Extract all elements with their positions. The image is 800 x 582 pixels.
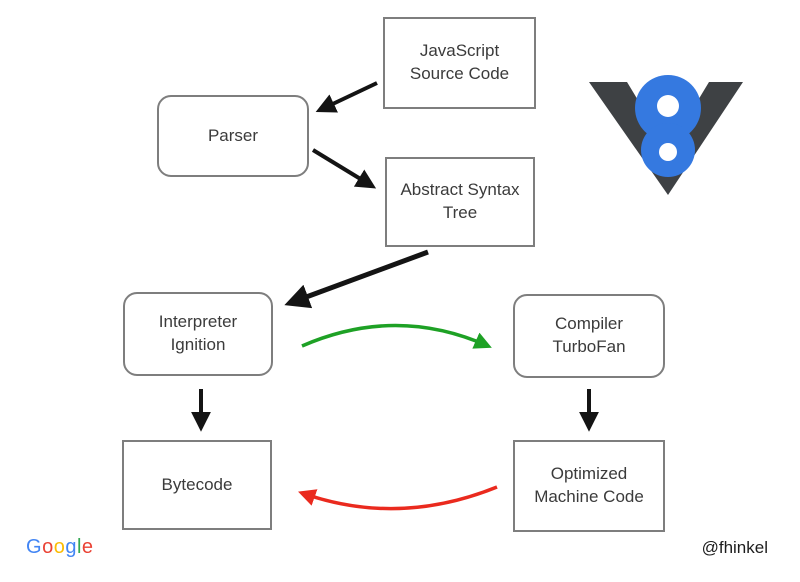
google-logo-letter: G — [26, 536, 43, 558]
node-interpreter-ignition: Interpreter Ignition — [123, 292, 273, 376]
google-logo-letter: g — [65, 536, 77, 558]
arrow-optimized-to-bytecode — [298, 485, 498, 511]
node-bytecode-label: Bytecode — [161, 474, 233, 494]
node-bytecode: Bytecode — [122, 440, 272, 530]
node-javascript-source-code: JavaScript Source Code — [383, 17, 536, 109]
arrow-source-to-parser — [315, 81, 378, 113]
v8-logo — [589, 75, 743, 195]
google-logo-letter: o — [53, 536, 66, 558]
node-abstract-syntax-tree-label: Abstract Syntax Tree — [400, 180, 520, 222]
node-parser: Parser — [157, 95, 309, 177]
node-javascript-source-code-label: JavaScript Source Code — [409, 41, 510, 83]
google-logo: Google — [26, 536, 94, 559]
google-logo-letter: l — [76, 536, 82, 558]
arrow-ast-to-ignition — [284, 249, 429, 309]
node-optimized-machine-code-label: Optimized Machine Code — [534, 464, 644, 506]
google-logo-letter: e — [81, 536, 94, 558]
node-compiler-turbofan-label: Compiler TurboFan — [552, 314, 626, 356]
node-interpreter-ignition-label: Interpreter Ignition — [158, 312, 238, 354]
node-optimized-machine-code: Optimized Machine Code — [513, 440, 665, 532]
twitter-handle: @fhinkel — [701, 538, 768, 557]
v8-logo-eight-bottom-hole — [659, 143, 677, 161]
node-parser-label: Parser — [207, 125, 259, 145]
v8-logo-v-shape — [589, 82, 743, 195]
arrow-ignition-to-turbofan — [301, 323, 492, 349]
v8-logo-eight-top-hole — [657, 95, 679, 117]
arrow-parser-to-ast — [311, 148, 377, 189]
google-logo-letter: o — [42, 536, 54, 558]
node-compiler-turbofan: Compiler TurboFan — [513, 294, 665, 378]
node-abstract-syntax-tree: Abstract Syntax Tree — [385, 157, 535, 247]
